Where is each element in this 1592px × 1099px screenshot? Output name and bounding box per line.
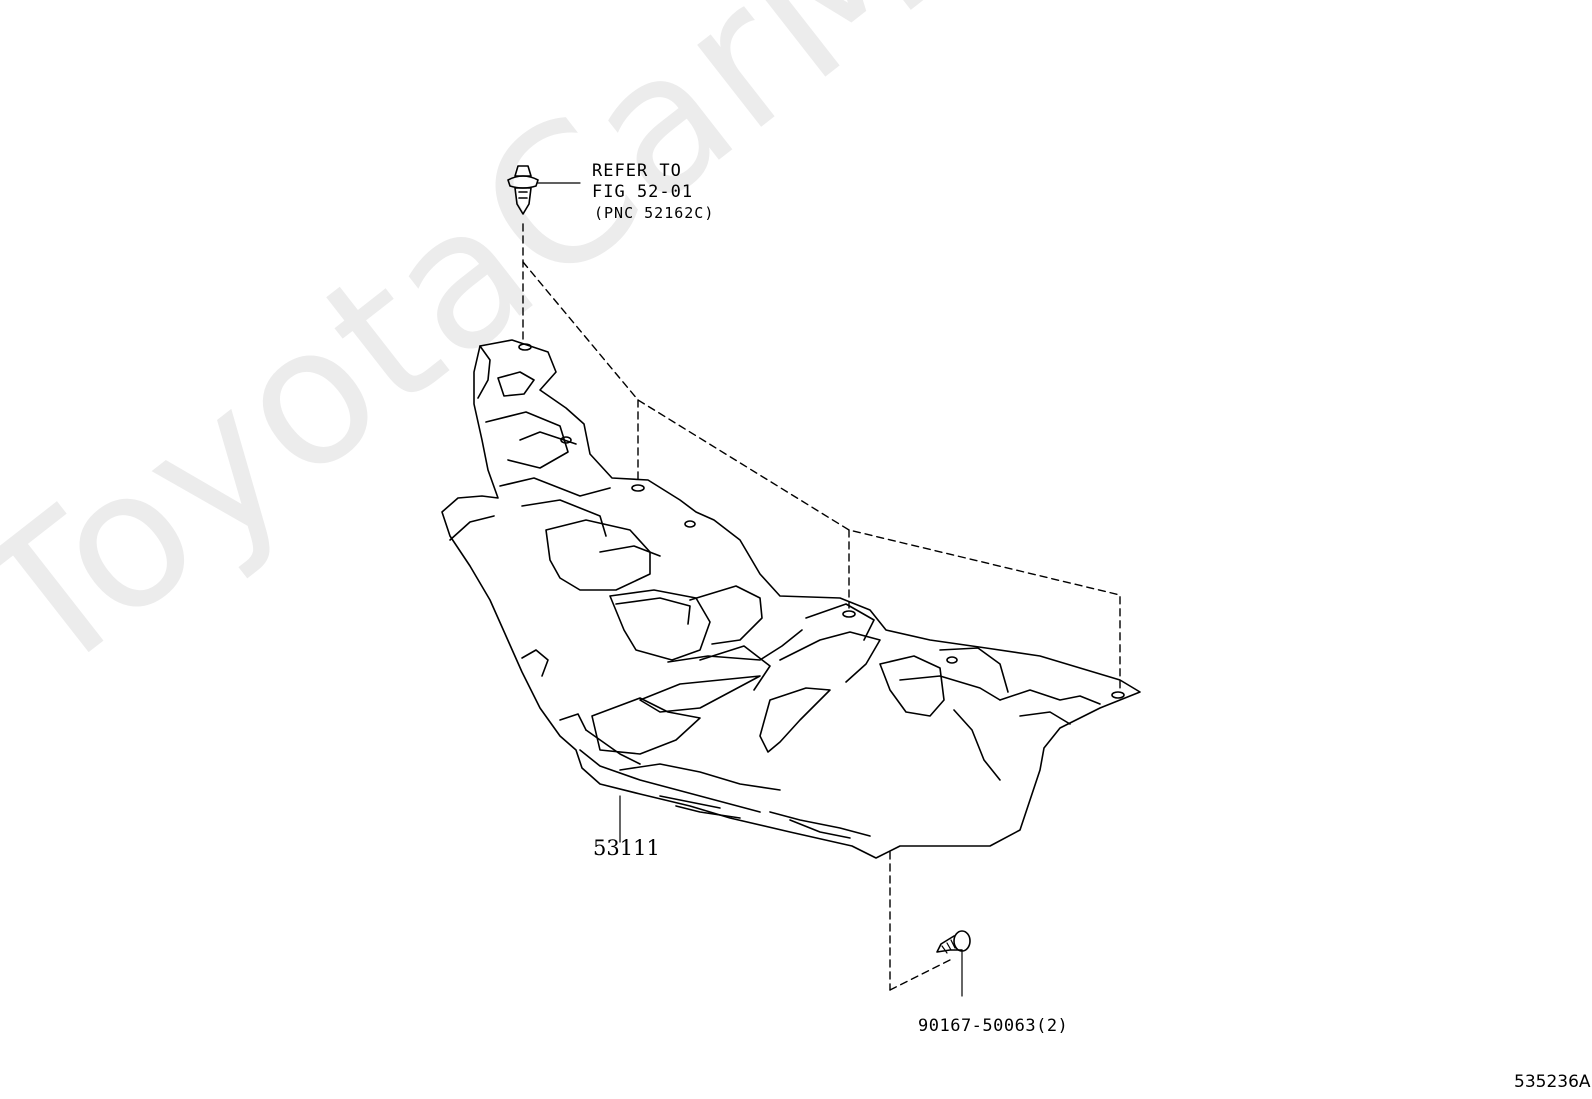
assembly-dashed-lines	[522, 223, 1121, 991]
pnc-reference-label: (PNC 52162C)	[594, 204, 715, 222]
figure-id: 535236A	[1514, 1072, 1591, 1092]
part-number-53111[interactable]: 53111	[593, 836, 660, 860]
screw-part-number[interactable]: 90167-50063(2)	[918, 1016, 1069, 1036]
push-clip-icon[interactable]	[507, 165, 581, 215]
bumper-reinforcement-bracket[interactable]	[441, 339, 1141, 859]
refer-to-label: REFER TO	[592, 161, 682, 181]
screw-bolt-icon[interactable]	[936, 930, 971, 997]
fig-reference-label: FIG 52-01	[592, 182, 694, 202]
